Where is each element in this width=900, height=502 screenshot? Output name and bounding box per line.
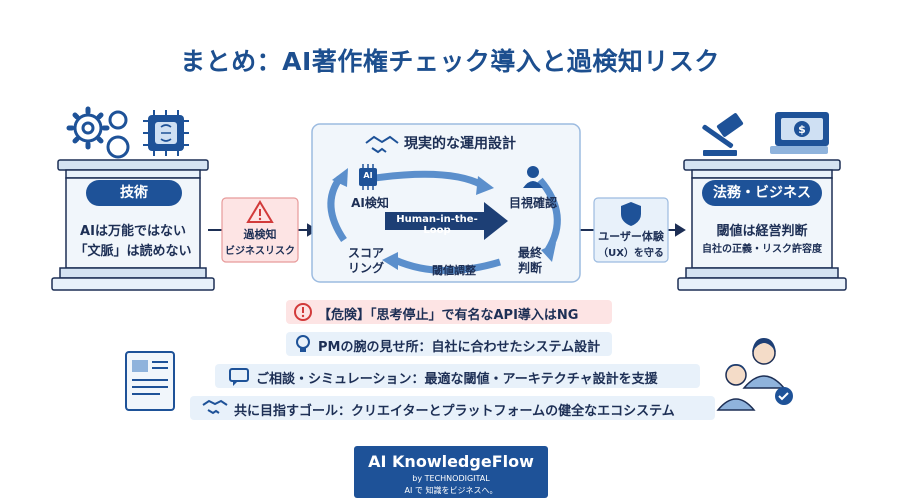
center-title: 現実的な運用設計: [404, 136, 516, 152]
document-illustration: [125, 351, 175, 411]
risk-line-2: ビジネスリスク: [225, 246, 295, 257]
person-icon: [523, 166, 543, 188]
scoring-label-1: スコア: [347, 246, 384, 260]
gears-icon: [66, 106, 130, 159]
ai-detect-label: AI検知: [351, 196, 389, 210]
flow-arrows: [327, 170, 561, 275]
handshake-small-icon: [202, 399, 228, 415]
final-label-1: 最終: [517, 246, 542, 260]
money-icon: $: [770, 112, 829, 154]
threshold-label: 閾値調整: [432, 264, 476, 277]
page-title: まとめ：AI著作権チェック導入と過検知リスク: [180, 47, 720, 76]
risk-line-1: 過検知: [243, 228, 277, 241]
flow-arrowheads: [332, 168, 556, 270]
tech-pill: 技術: [86, 180, 182, 206]
lightbulb-icon: [296, 335, 310, 352]
people-illustration: [716, 338, 793, 411]
ai-chip-label: AI: [363, 171, 373, 180]
ai-chip-icon: [359, 164, 377, 190]
banner-goal: 共に目指すゴール：クリエイターとプラットフォームの健全なエコシステム: [234, 404, 675, 419]
banner-bg-0: [286, 300, 612, 324]
brand-tagline: AI で 知識をビジネスへ。: [404, 486, 498, 495]
brand-box: [354, 446, 548, 498]
banner-bg-3: [190, 396, 715, 420]
ai-brain-chip-icon: [143, 110, 189, 156]
visual-check-label: 目視確認: [508, 196, 557, 210]
human-in-the-loop-label: Human-in-the-Loop: [396, 214, 478, 236]
risk-box: [221, 197, 299, 263]
shield-icon: [621, 202, 641, 226]
final-label-2: 判断: [517, 261, 542, 275]
banner-pm: PMの腕の見せ所：自社に合わせたシステム設計: [318, 340, 601, 355]
connector-arrows: [208, 223, 686, 237]
operations-panel: [311, 123, 581, 283]
scoring-label-2: リング: [347, 261, 384, 275]
alert-circle-icon: [294, 303, 312, 321]
ux-line-2: （UX）を守る: [598, 248, 664, 259]
banner-consult: ご相談・シミュレーション：最適な閾値・アーキテクチャ設計を支援: [256, 372, 658, 387]
chat-icon: [229, 368, 249, 386]
legal-line-1: 閾値は経営判断: [716, 224, 808, 239]
tech-line-1: AIは万能ではない: [80, 224, 186, 239]
brand-by: by TECHNODIGITAL: [412, 474, 490, 483]
banner-bg-2: [215, 364, 700, 388]
gavel-icon: [702, 113, 744, 156]
ux-line-1: ユーザー体験: [598, 230, 664, 243]
banner-danger: 【危険】「思考停止」で有名なAPI導入はNG: [318, 308, 579, 323]
brand-name: AI KnowledgeFlow: [368, 452, 534, 471]
ux-box: [593, 197, 669, 263]
legal-line-2: 自社の正義・リスク許容度: [702, 244, 822, 255]
legal-business-pill: 法務・ビジネス: [702, 180, 822, 206]
banner-bg-1: [286, 332, 612, 356]
handshake-icon: [365, 135, 399, 154]
warning-icon: [246, 200, 274, 223]
svg-text:$: $: [798, 123, 806, 136]
human-in-the-loop-arrow: [385, 202, 508, 240]
tech-line-2: 「文脈」は読めない: [74, 244, 192, 259]
